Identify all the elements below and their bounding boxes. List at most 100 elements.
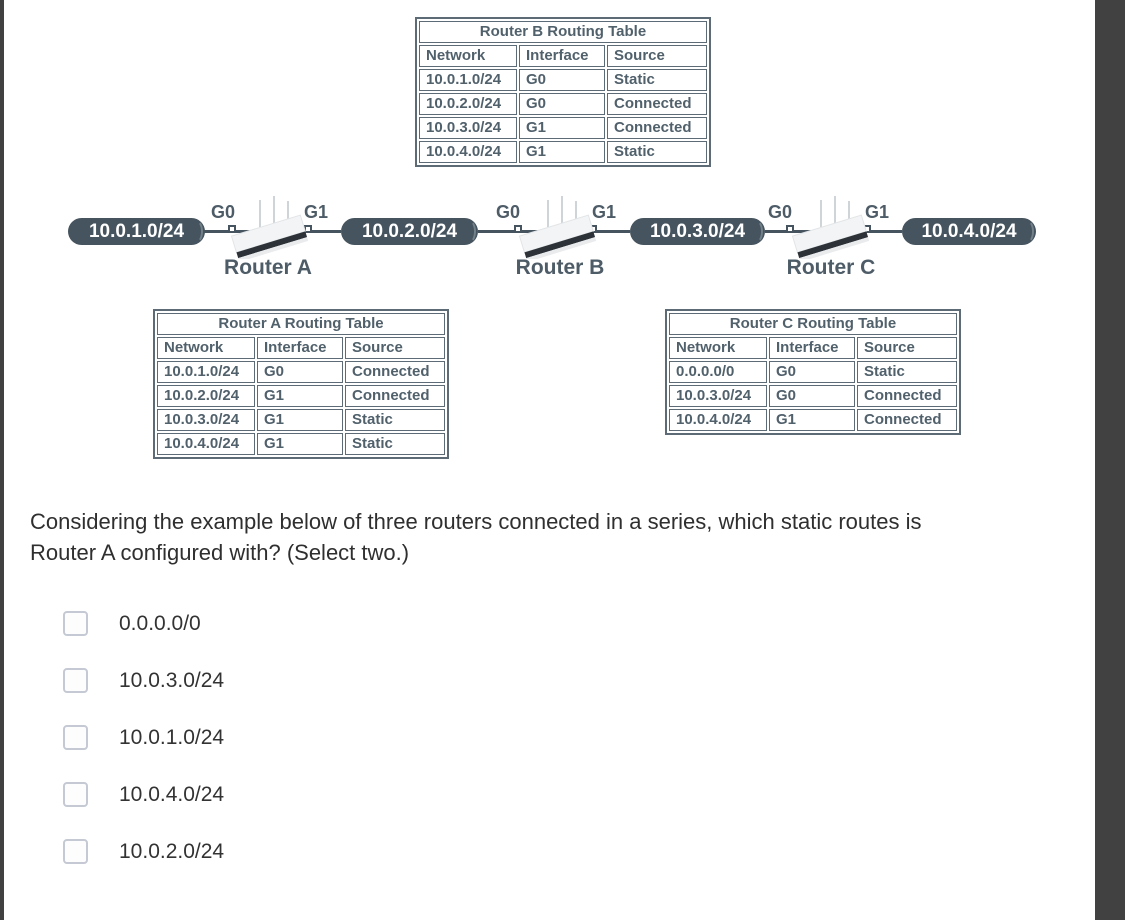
table-cell: 10.0.3.0/24 xyxy=(419,117,517,139)
table-cell: G1 xyxy=(257,409,343,431)
option-label[interactable]: 10.0.3.0/24 xyxy=(119,668,225,692)
table-header-cell: Interface xyxy=(519,45,605,67)
option-label[interactable]: 10.0.1.0/24 xyxy=(119,725,225,749)
table-cell: G0 xyxy=(769,385,855,407)
network-diagram: 10.0.1.0/24 10.0.2.0/24 10.0.3.0/24 10.0… xyxy=(0,195,1095,295)
table-cell: G1 xyxy=(519,117,605,139)
option-checkbox[interactable] xyxy=(63,725,88,750)
options-list: 0.0.0.0/0 10.0.3.0/24 10.0.1.0/24 10.0.4… xyxy=(63,611,224,864)
table-cell: 10.0.2.0/24 xyxy=(157,385,255,407)
table-header-cell: Network xyxy=(669,337,767,359)
option-label[interactable]: 0.0.0.0/0 xyxy=(119,611,201,635)
table-cell: 10.0.1.0/24 xyxy=(157,361,255,383)
table-cell: Connected xyxy=(345,385,445,407)
table-cell: 10.0.3.0/24 xyxy=(669,385,767,407)
table-cell: Static xyxy=(607,69,707,91)
answer-option[interactable]: 10.0.1.0/24 xyxy=(63,725,224,750)
table-header-cell: Source xyxy=(607,45,707,67)
option-checkbox[interactable] xyxy=(63,668,88,693)
network-pill: 10.0.1.0/24 xyxy=(68,218,205,245)
table-cell: 10.0.2.0/24 xyxy=(419,93,517,115)
router-name-label: Router A xyxy=(224,256,312,279)
table-cell: G0 xyxy=(257,361,343,383)
router-icon xyxy=(791,196,870,259)
port-connector xyxy=(228,225,236,233)
table-cell: 10.0.3.0/24 xyxy=(157,409,255,431)
router-name-label: Router B xyxy=(515,256,605,279)
port-label: G0 xyxy=(210,202,235,222)
port-label: G0 xyxy=(495,202,520,222)
table-cell: G1 xyxy=(519,141,605,163)
table-title: Router A Routing Table xyxy=(157,313,445,335)
network-pill: 10.0.4.0/24 xyxy=(902,218,1036,245)
table-cell: Connected xyxy=(857,409,957,431)
port-connector xyxy=(514,225,522,233)
question-text: Considering the example below of three r… xyxy=(30,509,922,565)
option-label[interactable]: 10.0.4.0/24 xyxy=(119,782,225,806)
table-title: Router B Routing Table xyxy=(419,21,707,43)
port-label: G0 xyxy=(767,202,792,222)
table-cell: G1 xyxy=(257,385,343,407)
table-title: Router C Routing Table xyxy=(669,313,957,335)
table-header-cell: Interface xyxy=(769,337,855,359)
option-checkbox[interactable] xyxy=(63,611,88,636)
port-connector xyxy=(786,225,794,233)
port-label: G1 xyxy=(864,202,889,222)
router-icon xyxy=(518,196,597,259)
table-cell: G0 xyxy=(769,361,855,383)
table-cell: Connected xyxy=(345,361,445,383)
port-label: G1 xyxy=(591,202,616,222)
table-cell: Static xyxy=(857,361,957,383)
answer-option[interactable]: 10.0.2.0/24 xyxy=(63,839,224,864)
option-checkbox[interactable] xyxy=(63,782,88,807)
table-cell: Connected xyxy=(607,117,707,139)
table-cell: 10.0.4.0/24 xyxy=(419,141,517,163)
table-cell: G0 xyxy=(519,69,605,91)
table-cell: Static xyxy=(345,409,445,431)
table-cell: G0 xyxy=(519,93,605,115)
network-pill: 10.0.2.0/24 xyxy=(341,218,478,245)
option-checkbox[interactable] xyxy=(63,839,88,864)
table-cell: 10.0.4.0/24 xyxy=(157,433,255,455)
table-header-cell: Network xyxy=(419,45,517,67)
table-header-cell: Source xyxy=(857,337,957,359)
left-edge-bar xyxy=(0,0,4,920)
port-label: G1 xyxy=(303,202,328,222)
router-icon xyxy=(230,196,309,259)
table-header-cell: Source xyxy=(345,337,445,359)
table-cell: 0.0.0.0/0 xyxy=(669,361,767,383)
table-cell: Static xyxy=(607,141,707,163)
network-pill: 10.0.3.0/24 xyxy=(630,218,765,245)
table-cell: Static xyxy=(345,433,445,455)
table-cell: G1 xyxy=(257,433,343,455)
answer-option[interactable]: 10.0.4.0/24 xyxy=(63,782,224,807)
right-edge-bar xyxy=(1095,0,1125,920)
table-cell: Connected xyxy=(607,93,707,115)
table-cell: 10.0.4.0/24 xyxy=(669,409,767,431)
table-cell: G1 xyxy=(769,409,855,431)
table-header-cell: Interface xyxy=(257,337,343,359)
answer-option[interactable]: 0.0.0.0/0 xyxy=(63,611,224,636)
table-cell: Connected xyxy=(857,385,957,407)
table-cell: 10.0.1.0/24 xyxy=(419,69,517,91)
answer-option[interactable]: 10.0.3.0/24 xyxy=(63,668,224,693)
option-label[interactable]: 10.0.2.0/24 xyxy=(119,839,225,863)
